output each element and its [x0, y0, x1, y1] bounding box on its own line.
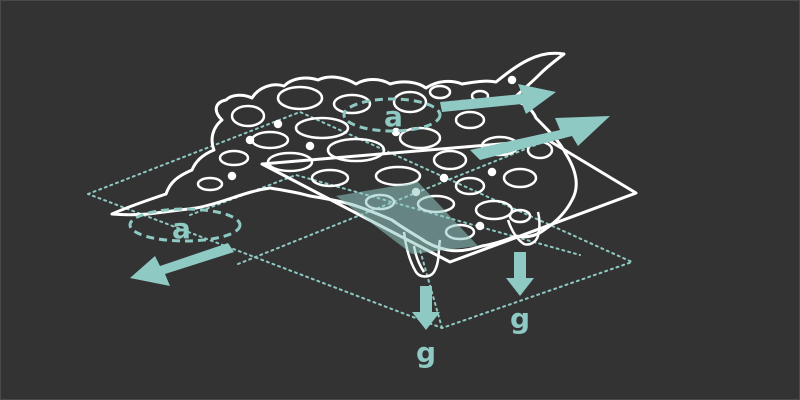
gravity-label-right: g — [510, 302, 530, 335]
accel-arrow-right — [470, 116, 610, 160]
accel-band — [336, 182, 478, 254]
accel-arrow-left — [130, 243, 234, 286]
accel-label-top: a — [384, 100, 403, 133]
drip-left — [402, 231, 442, 278]
gravity-arrow-right — [506, 252, 534, 296]
accel-ellipse-top — [342, 97, 442, 133]
accel-arrow-top — [440, 84, 556, 114]
ground-plane-diagonal — [237, 139, 549, 265]
lace-holes — [196, 75, 554, 241]
drip-right — [506, 211, 541, 246]
gravity-arrow-front — [412, 286, 440, 330]
ground-plane-drop — [419, 249, 443, 329]
accel-label-left: a — [172, 212, 191, 245]
ground-plane-outline — [87, 110, 635, 330]
gravity-label-front: g — [416, 336, 436, 369]
accel-ellipse-left — [128, 207, 242, 243]
